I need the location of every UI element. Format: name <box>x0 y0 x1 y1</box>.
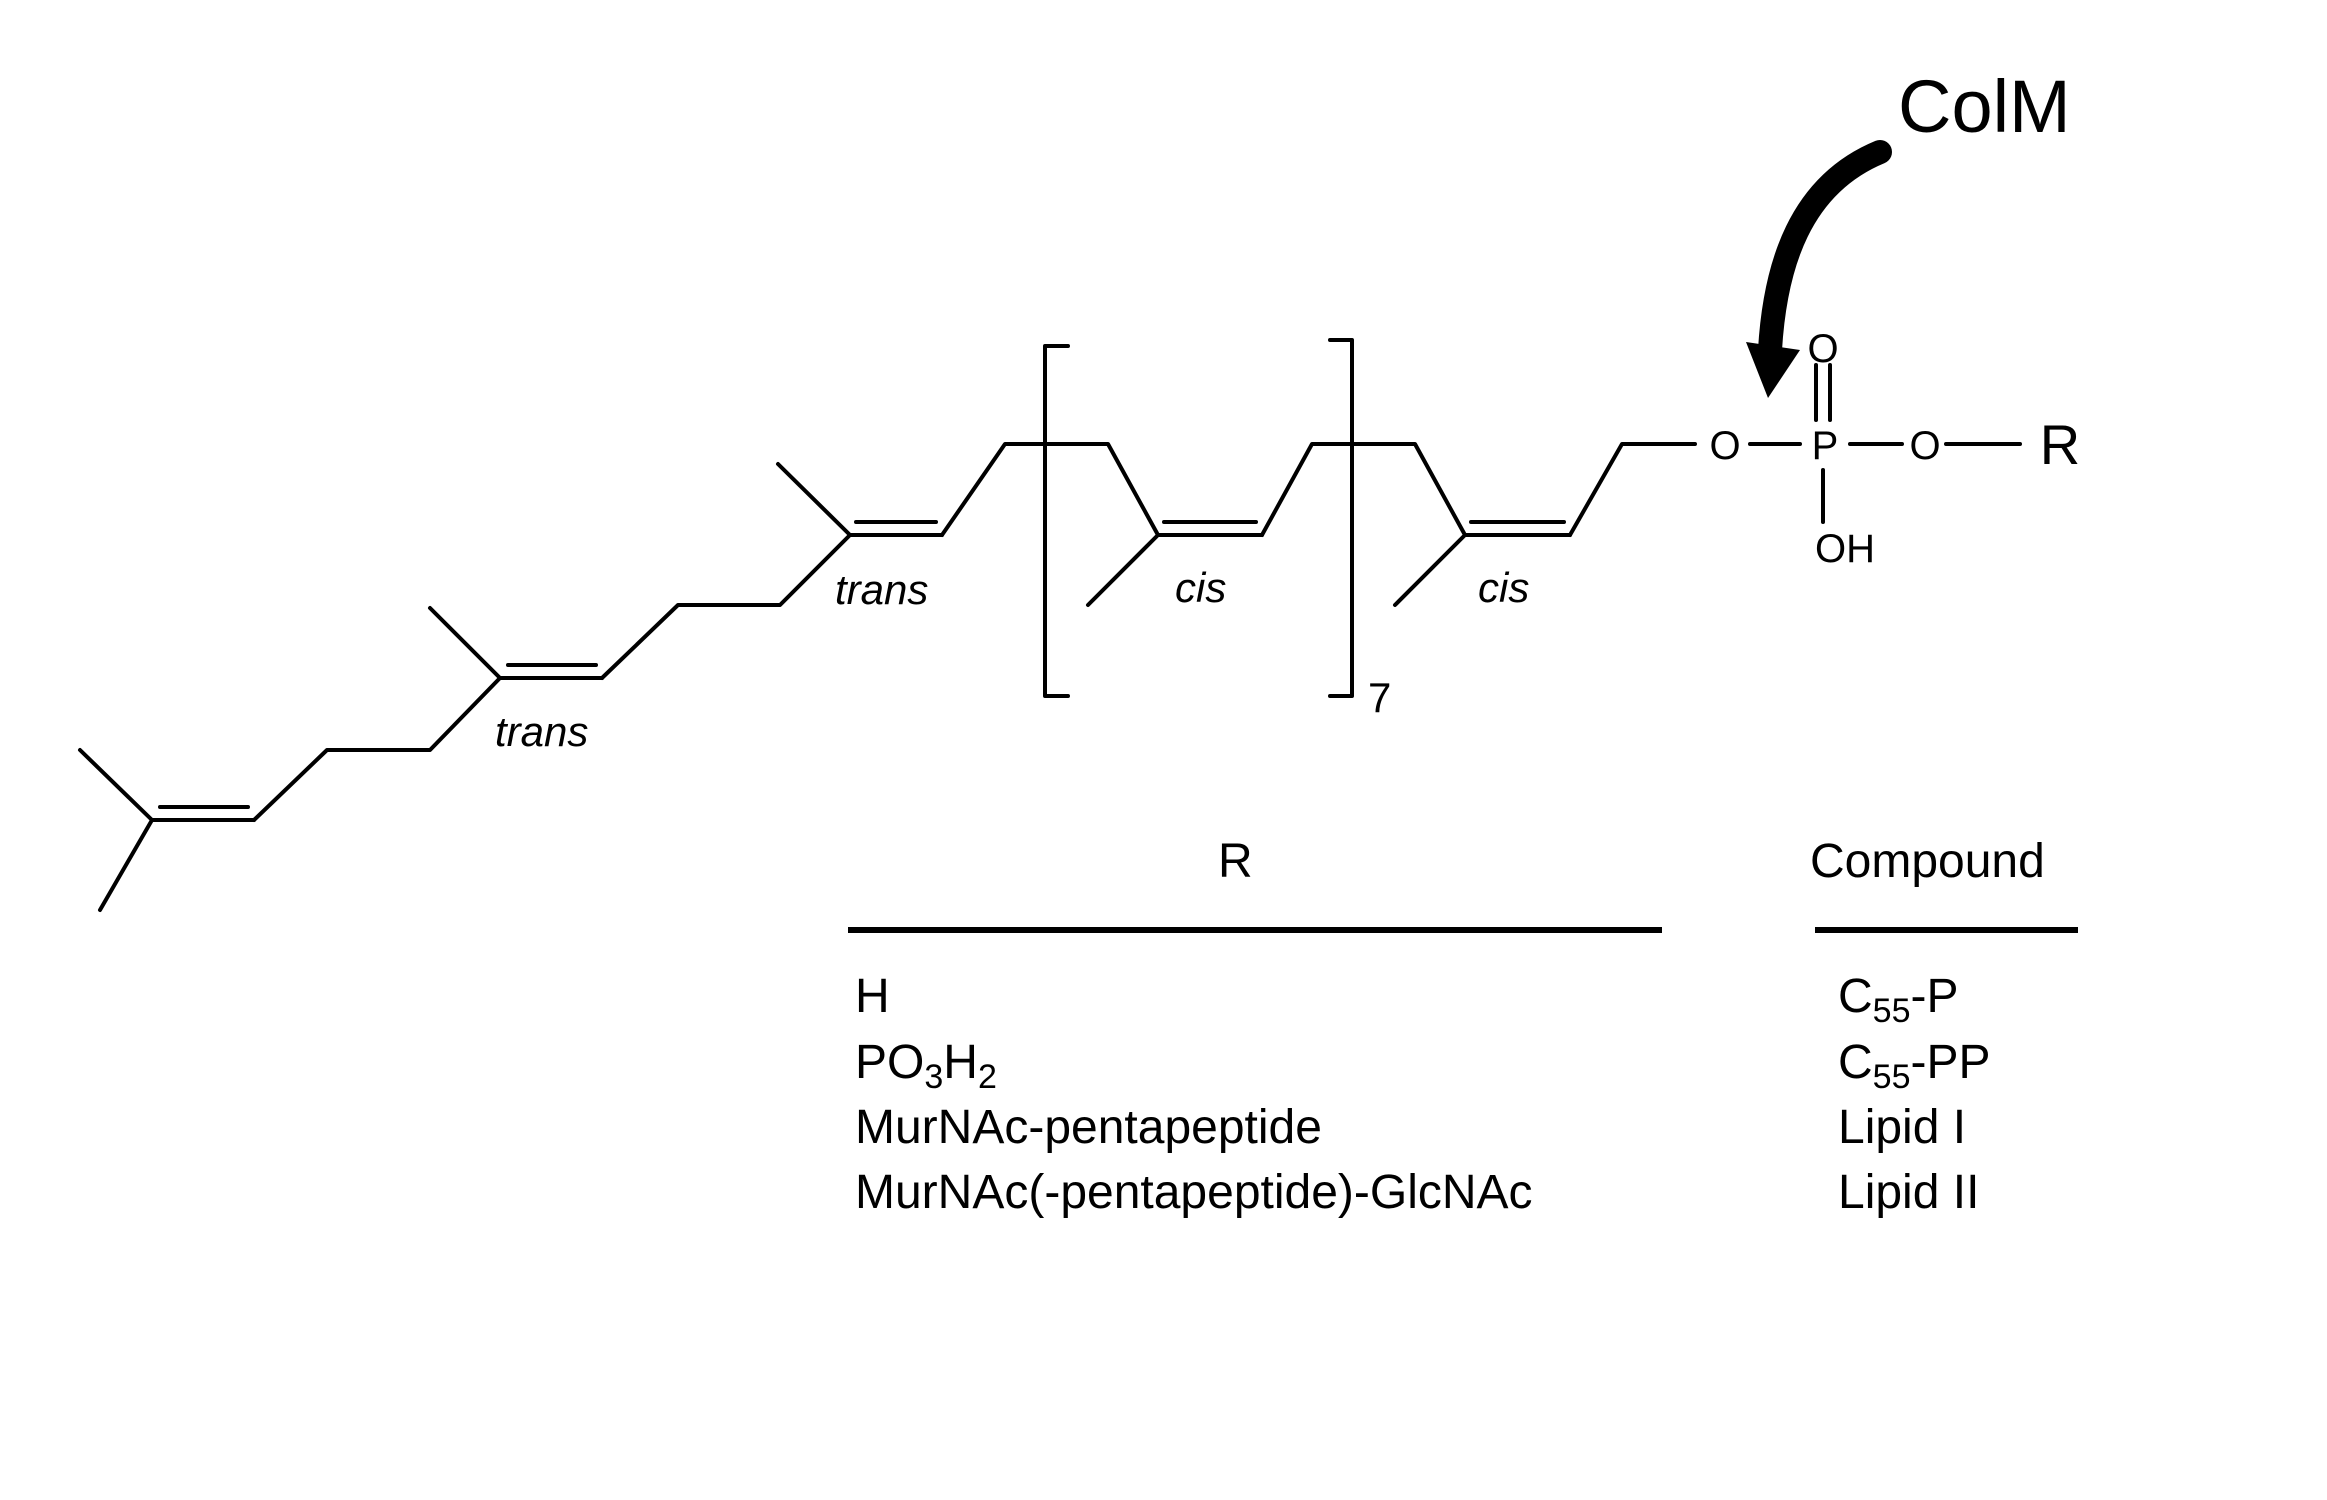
group-r: R <box>2040 413 2080 476</box>
atom-o-right: O <box>1909 424 1940 468</box>
atom-p: P <box>1812 424 1839 468</box>
bond-methyl-5 <box>1086 533 1160 607</box>
chain-segment-5 <box>1568 442 1697 537</box>
bond-methyl-2 <box>98 818 154 912</box>
trans-label-2: trans <box>835 566 928 613</box>
compound-c: C <box>1838 1036 1873 1089</box>
formula-subscript-2: 2 <box>977 1058 997 1096</box>
table-row-2-r: PO3H2 <box>855 1036 997 1096</box>
compound-suffix: -PP <box>1910 1036 1991 1089</box>
table-row-1-r: H <box>855 970 890 1023</box>
compound-subscript: 55 <box>1872 1058 1911 1096</box>
repeat-count: 7 <box>1368 674 1391 721</box>
cis-label-repeat: cis <box>1175 564 1226 611</box>
repeat-bracket-left <box>1043 344 1070 698</box>
formula-part-h: H <box>943 1036 978 1089</box>
formula-part-po: PO <box>855 1036 925 1089</box>
table-header-r: R <box>1218 835 1253 888</box>
compound-c: C <box>1838 970 1873 1023</box>
chain-segment-3 <box>940 442 1160 537</box>
compound-suffix: -P <box>1910 970 1959 1023</box>
table-row-2-compound: C55-PP <box>1838 1036 1991 1096</box>
table-row-4-r: MurNAc(-pentapeptide)-GlcNAc <box>855 1166 1533 1219</box>
atom-o-top: O <box>1807 327 1838 371</box>
bond-methyl-4 <box>776 462 852 537</box>
table-header-compound: Compound <box>1810 835 2045 888</box>
chain-segment-1 <box>252 676 502 822</box>
colm-label: ColM <box>1898 65 2071 148</box>
table-row-3-compound: Lipid I <box>1838 1101 1967 1154</box>
bond-methyl-1 <box>78 748 154 822</box>
bond-methyl-3 <box>428 606 502 680</box>
cis-label-last: cis <box>1478 564 1529 611</box>
repeat-bracket-right <box>1328 338 1354 698</box>
trans-label-1: trans <box>495 708 588 755</box>
table-row-3-r: MurNAc-pentapeptide <box>855 1101 1322 1154</box>
colm-arrow-head <box>1746 342 1800 398</box>
bond-methyl-6 <box>1393 533 1467 607</box>
colm-arrow-shaft <box>1758 140 1892 362</box>
compound-subscript: 55 <box>1872 992 1911 1030</box>
group-oh: OH <box>1815 527 1875 571</box>
table-row-1-compound: C55-P <box>1838 970 1959 1030</box>
chain-segment-2 <box>600 533 852 680</box>
chain-segment-4 <box>1260 442 1467 537</box>
table-row-4-compound: Lipid II <box>1838 1166 1980 1219</box>
formula-subscript-3: 3 <box>924 1058 944 1096</box>
atom-o-left: O <box>1709 424 1740 468</box>
